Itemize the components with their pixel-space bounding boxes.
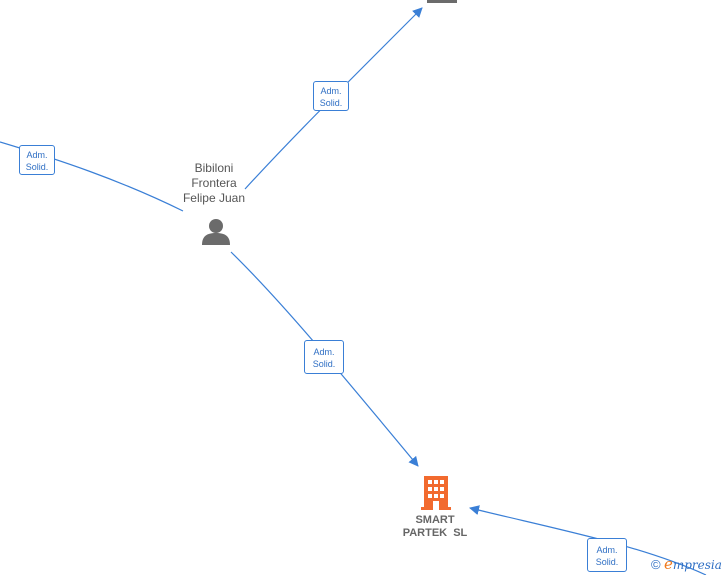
building-icon[interactable] [421, 476, 451, 510]
edge-role-line2: Solid. [312, 359, 336, 369]
edge-person-to-top-company[interactable] [244, 7, 423, 190]
edge-role-line2: Solid. [595, 557, 619, 567]
company-name-label[interactable]: SMART PARTEK SL [380, 514, 490, 540]
edge-role-label[interactable]: Adm. Solid. [587, 538, 627, 572]
empresia-watermark: © empresia [651, 555, 722, 573]
edge-role-line2: Solid. [25, 162, 49, 172]
edge-role-line1: Adm. [596, 545, 618, 555]
copyright-symbol: © [651, 557, 661, 572]
person-name-line1: Bibiloni [194, 161, 234, 175]
person-icon[interactable] [201, 218, 231, 245]
edge-role-line2: Solid. [319, 98, 343, 108]
edge-role-line1: Adm. [313, 347, 335, 357]
edge-role-line1: Adm. [26, 150, 48, 160]
person-name-label[interactable]: Bibiloni Frontera Felipe Juan [159, 161, 269, 206]
edge-person-to-smart-partek[interactable] [230, 251, 419, 467]
edge-role-line1: Adm. [320, 86, 342, 96]
person-name-line3: Felipe Juan [182, 191, 246, 205]
edge-role-label[interactable]: Adm. Solid. [313, 81, 349, 111]
top-company-icon-fragment [427, 0, 457, 3]
brand-name: mpresia [672, 558, 722, 572]
company-name-line1: SMART [415, 514, 455, 526]
company-name-line2: PARTEK SL [402, 527, 468, 539]
brand-initial: e [663, 555, 673, 573]
edge-role-label[interactable]: Adm. Solid. [304, 340, 344, 374]
person-name-line2: Frontera [191, 176, 237, 190]
edge-role-label[interactable]: Adm. Solid. [19, 145, 55, 175]
